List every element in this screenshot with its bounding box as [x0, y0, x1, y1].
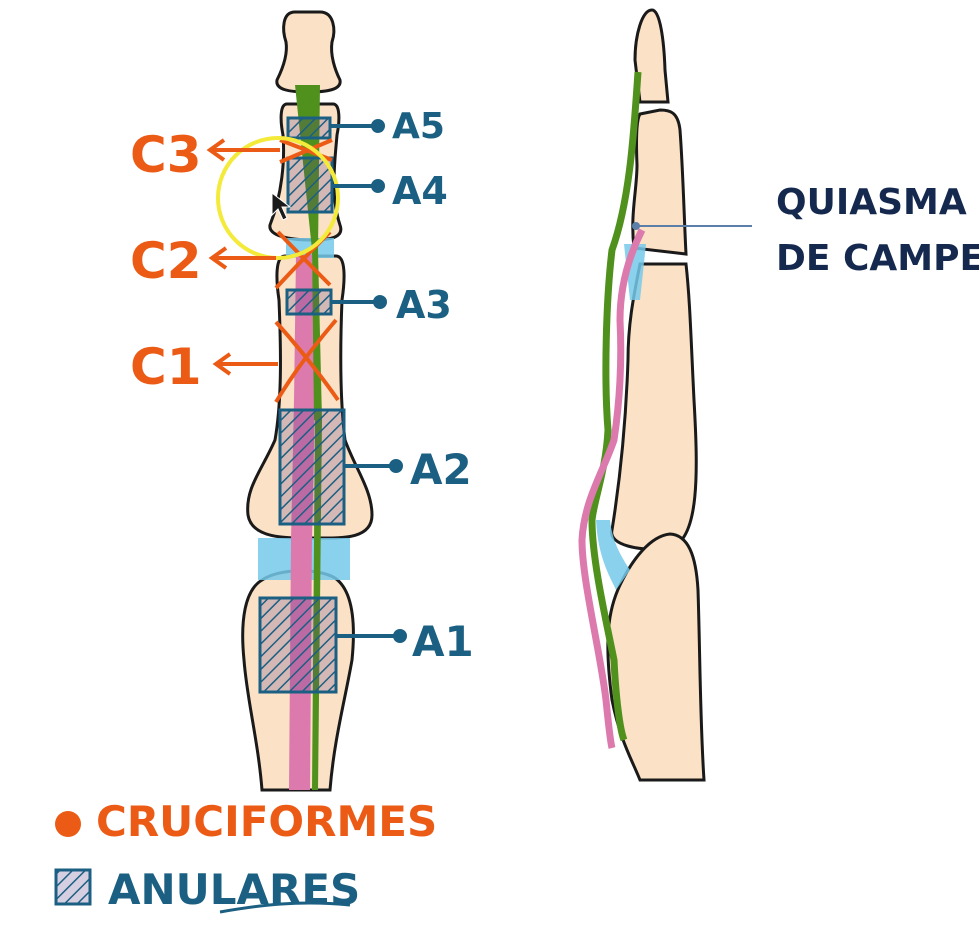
highlight-circle: [216, 136, 340, 260]
label-a4: A4: [392, 169, 448, 213]
legend-underline: [219, 901, 351, 914]
annular-pointers: [330, 119, 407, 643]
side-sheath-proximal: [596, 520, 630, 590]
camper-pointer-dot: [632, 222, 640, 230]
label-a5: A5: [392, 106, 445, 147]
side-metacarpal: [606, 532, 706, 782]
pulley-a3-box: [285, 288, 333, 316]
label-c1: C1: [130, 338, 201, 396]
side-view: [578, 8, 706, 782]
side-middle-phalanx: [631, 108, 688, 256]
pulley-c1-cross: [274, 318, 340, 404]
label-c3: C3: [130, 126, 201, 184]
label-a1: A1: [412, 617, 474, 666]
pulley-a2-box: [278, 408, 346, 526]
side-superficialis-tendon: [578, 228, 646, 749]
camper-label-line2: DE CAMPER: [776, 238, 979, 279]
legend: CRUCIFORMES ANULARES: [54, 797, 437, 914]
label-a2: A2: [410, 445, 472, 494]
legend-hatch-icon: [54, 868, 92, 906]
distal-phalanx: [275, 10, 342, 94]
pulley-a4-box: [286, 156, 334, 214]
legend-dot-icon: [55, 811, 81, 837]
label-a3: A3: [396, 283, 452, 327]
legend-cruciform-label: CRUCIFORMES: [96, 797, 437, 846]
side-distal-phalanx: [633, 8, 670, 104]
camper-label-line1: QUIASMA: [776, 182, 967, 223]
label-c2: C2: [130, 232, 201, 290]
legend-annular-label: ANULARES: [108, 865, 360, 914]
front-view: [216, 10, 374, 792]
cursor-arrow-icon: [271, 191, 292, 221]
pulley-a1-box: [258, 596, 338, 694]
side-proximal-phalanx: [610, 262, 698, 551]
cruciform-pointers: [206, 138, 280, 376]
pulley-a5-box: [286, 116, 332, 140]
